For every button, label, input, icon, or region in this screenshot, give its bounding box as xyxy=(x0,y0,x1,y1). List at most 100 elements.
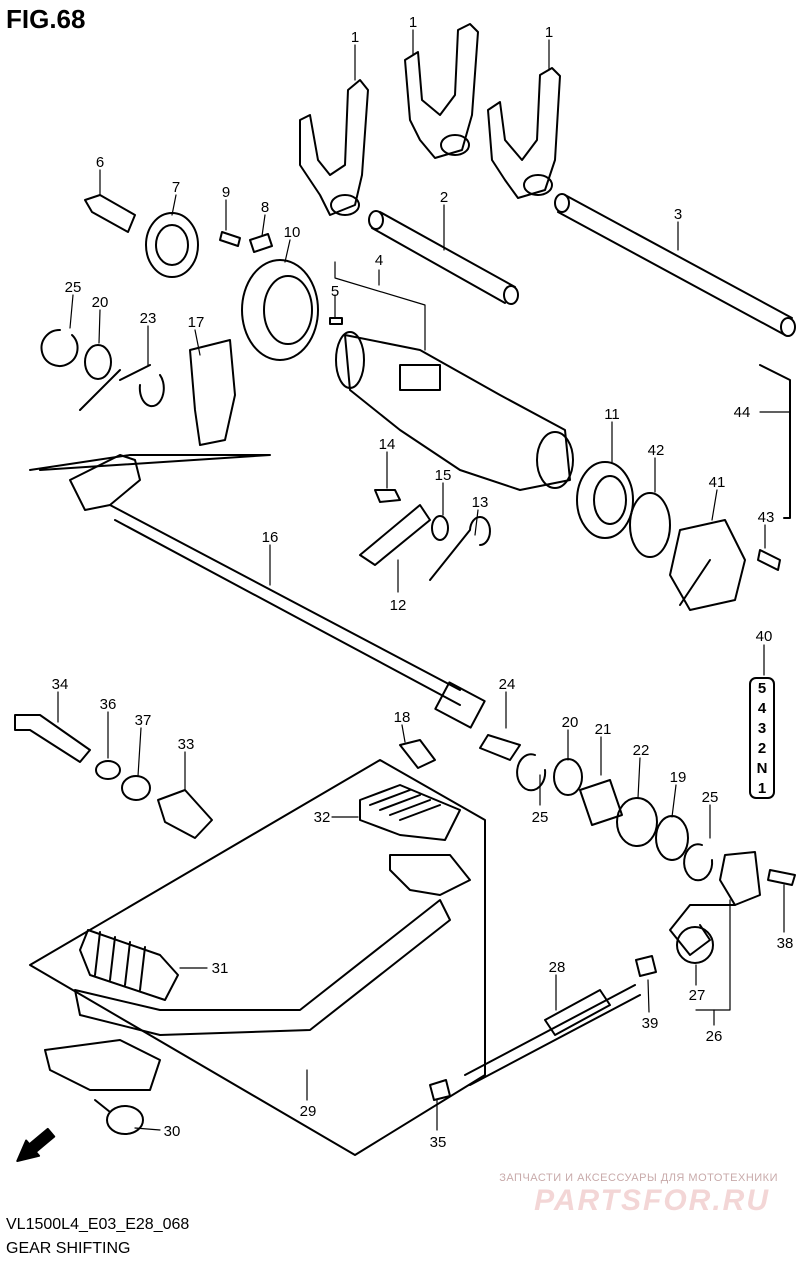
gear-position-label: 5 xyxy=(758,680,766,697)
callout-17: 17 xyxy=(188,314,205,331)
cam-stopper-7 xyxy=(145,212,199,278)
washer-20 xyxy=(84,344,112,380)
callout-41: 41 xyxy=(709,474,726,491)
callout-20: 20 xyxy=(92,294,109,311)
spring-13 xyxy=(429,516,491,581)
callout-1: 1 xyxy=(351,29,359,46)
washer-15 xyxy=(431,515,449,541)
diagram-subtitle: GEAR SHIFTING xyxy=(6,1240,131,1257)
bearing-11 xyxy=(576,461,634,539)
callout-11: 11 xyxy=(604,406,620,423)
fork-shaft-3 xyxy=(554,193,796,337)
screw-9 xyxy=(219,231,241,247)
gear-position-label: N xyxy=(757,760,768,777)
circlip-25-a xyxy=(516,753,547,792)
o-ring-42 xyxy=(629,492,671,558)
callout-15: 15 xyxy=(435,467,452,484)
callout-26: 26 xyxy=(706,1028,723,1045)
callout-39: 39 xyxy=(642,1015,659,1032)
callout-27: 27 xyxy=(689,987,706,1004)
bolt-34 xyxy=(14,714,91,763)
washer-19 xyxy=(655,815,689,861)
callout-18: 18 xyxy=(394,709,411,726)
callout-8: 8 xyxy=(261,199,269,216)
callout-3: 3 xyxy=(674,206,682,223)
washer-20-b xyxy=(553,758,583,796)
callout-37: 37 xyxy=(135,712,152,729)
plate-8 xyxy=(249,233,273,253)
nut-35 xyxy=(429,1079,451,1101)
callout-30: 30 xyxy=(164,1123,181,1140)
pin-5 xyxy=(329,317,343,325)
callout-9: 9 xyxy=(222,184,230,201)
callout-4: 4 xyxy=(375,252,383,269)
callout-43: 43 xyxy=(758,509,775,526)
callout-1: 1 xyxy=(409,14,417,31)
callout-29: 29 xyxy=(300,1103,317,1120)
washer-36 xyxy=(95,760,121,780)
callout-32: 32 xyxy=(314,809,331,826)
callout-28: 28 xyxy=(549,959,566,976)
callout-22: 22 xyxy=(633,742,650,759)
callout-33: 33 xyxy=(178,736,195,753)
callout-7: 7 xyxy=(172,179,180,196)
shift-fork-left xyxy=(299,79,369,216)
seal-22 xyxy=(616,797,658,847)
callout-19: 19 xyxy=(670,769,687,786)
callout-13: 13 xyxy=(472,494,489,511)
callout-35: 35 xyxy=(430,1134,447,1151)
callout-34: 34 xyxy=(52,676,69,693)
callout-36: 36 xyxy=(100,696,117,713)
callout-42: 42 xyxy=(648,442,665,459)
bolt-43 xyxy=(757,549,781,571)
fork-shaft-2 xyxy=(368,210,519,305)
bearing-21 xyxy=(579,779,623,826)
link-rod-28 xyxy=(464,984,641,1086)
shift-fork-middle xyxy=(404,23,479,159)
shaft-bracket-lines xyxy=(29,454,271,471)
callout-16: 16 xyxy=(262,529,279,546)
callout-6: 6 xyxy=(96,154,104,171)
gear-position-switch-41 xyxy=(669,519,746,611)
figure-title: FIG.68 xyxy=(6,4,86,34)
callout-20: 20 xyxy=(562,714,579,731)
footpeg-rubber-31 xyxy=(79,929,179,1001)
clamp-44 xyxy=(759,364,791,519)
callout-2: 2 xyxy=(440,189,448,206)
shift-fork-right xyxy=(487,67,561,199)
spring-23 xyxy=(79,364,165,411)
bolt-38 xyxy=(767,869,796,886)
arm-12 xyxy=(359,504,431,566)
callout-1: 1 xyxy=(545,24,553,41)
collar-33 xyxy=(157,789,213,839)
fwd-label: FWD xyxy=(30,1161,50,1180)
pedal-rubber-32 xyxy=(359,784,461,841)
gearshift-shaft-16 xyxy=(69,454,486,729)
cam-stopper-plate-17 xyxy=(189,339,236,446)
nut-39 xyxy=(635,955,657,977)
callout-25: 25 xyxy=(65,279,82,296)
callout-44: 44 xyxy=(734,404,751,421)
gearshift-cam xyxy=(335,331,574,491)
gear-position-label: 1 xyxy=(758,780,766,797)
callout-10: 10 xyxy=(284,224,301,241)
pin-18 xyxy=(399,739,436,769)
circlip-25-b xyxy=(683,843,714,882)
callout-24: 24 xyxy=(499,676,516,693)
joint-30 xyxy=(94,1099,144,1135)
bearing-10 xyxy=(241,259,319,361)
forward-arrow-icon xyxy=(16,1127,56,1162)
callout-21: 21 xyxy=(595,721,612,738)
spring-24 xyxy=(479,734,521,761)
watermark-tagline: ЗАПЧАСТИ И АКСЕССУАРЫ ДЛЯ МОТОТЕХНИКИ xyxy=(499,1172,778,1184)
gearshift-pedal-29 xyxy=(44,854,471,1091)
gear-position-box xyxy=(749,677,775,799)
callout-12: 12 xyxy=(390,597,407,614)
callout-38: 38 xyxy=(777,935,794,952)
gear-position-label: 3 xyxy=(758,720,766,737)
callout-23: 23 xyxy=(140,310,157,327)
watermark-brand: PARTSFOR.RU xyxy=(534,1184,770,1217)
leader-lines xyxy=(57,29,791,1131)
bolt-6 xyxy=(84,194,136,233)
